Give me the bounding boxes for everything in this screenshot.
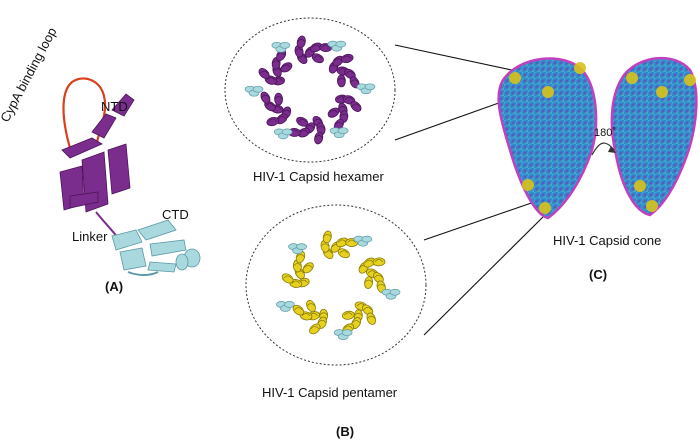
hexamer-subunit (327, 94, 362, 139)
hexamer-structure (244, 35, 376, 145)
capsid-cone-front (497, 57, 598, 220)
hexamer-subunit (258, 41, 293, 86)
panel-b-label: (B) (336, 424, 355, 439)
linker-label: Linker (72, 229, 108, 244)
panel-a-label: (A) (105, 279, 124, 294)
pentamer-spot (656, 86, 668, 98)
pentamer-spot (646, 200, 658, 212)
pentamer-spot (574, 62, 586, 74)
pentamer-subunit (320, 230, 373, 259)
pentamer-subunit (333, 301, 376, 340)
ntd-label: NTD (101, 99, 128, 114)
cypa-binding-loop (62, 77, 107, 149)
ctd-domain (111, 219, 201, 276)
rotation-arrowhead (608, 146, 616, 153)
pentamer-spot (626, 72, 638, 84)
pentamer-outline (245, 204, 427, 366)
pentamer-subunit (358, 257, 401, 300)
pentamer-spot (634, 180, 646, 192)
rotation-label: 180˚ (594, 127, 617, 139)
pentamer-spot (522, 179, 534, 191)
pentamer-spot (684, 74, 696, 86)
cone-caption: HIV-1 Capsid cone (553, 233, 662, 248)
panel-c-label: (C) (589, 267, 608, 282)
hexamer-caption: HIV-1 Capsid hexamer (253, 169, 384, 184)
ntd-domain (59, 93, 135, 213)
hexamer-subunit (294, 35, 347, 64)
hexamer-outline (224, 17, 396, 163)
hexamer-subunit (244, 85, 292, 127)
pentamer-subunit (281, 243, 314, 288)
capsid-cone-back (610, 56, 698, 217)
pentamer-caption: HIV-1 Capsid pentamer (262, 385, 398, 400)
ctd-label: CTD (162, 207, 189, 222)
pentamer-spot (542, 86, 554, 98)
pentamer-subunit (276, 300, 329, 335)
pentamer-spot (509, 72, 521, 84)
pentamer-structure (276, 230, 401, 340)
pentamer-spot (539, 202, 551, 214)
cone-pentamer-spots (509, 62, 696, 214)
hexamer-subunit (273, 116, 326, 145)
capsid-monomer-structure (59, 77, 201, 276)
hexamer-subunit (328, 53, 376, 95)
